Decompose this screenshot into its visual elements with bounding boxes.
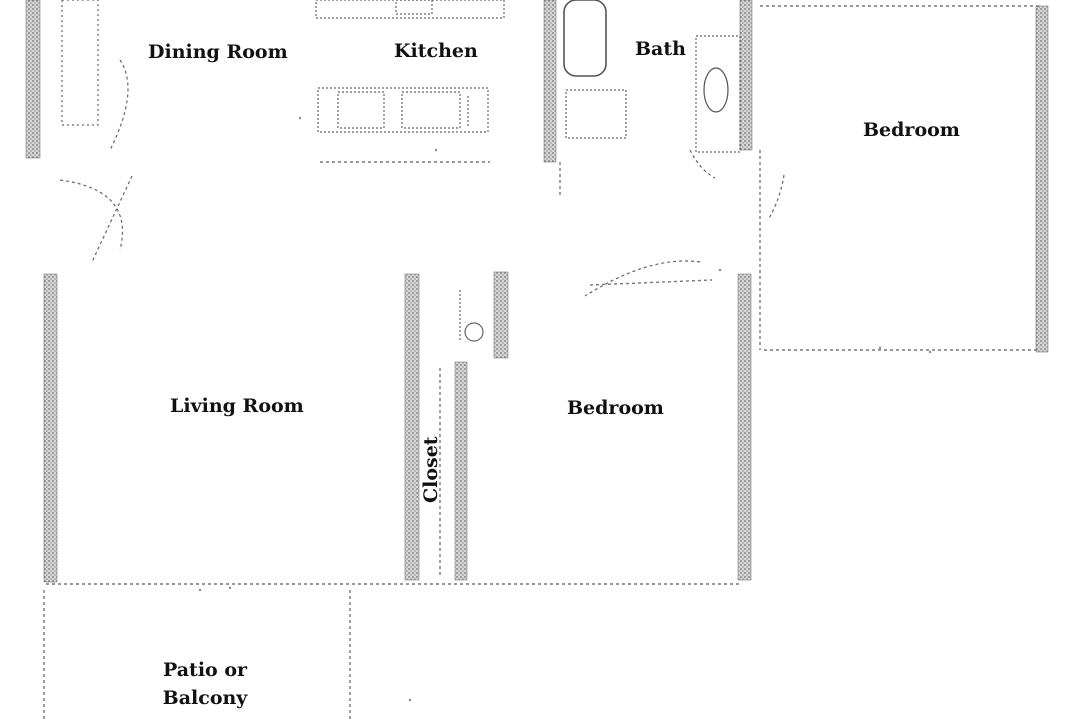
wall-living-left (43, 273, 58, 583)
fixtures (61, 0, 741, 342)
wall-closet-right (454, 361, 468, 581)
bedroom2-top (589, 279, 713, 286)
wall-bedroom1-right (1035, 5, 1049, 353)
dining-built-in (61, 0, 99, 126)
walls (25, 0, 1049, 583)
entry-door-swing (59, 179, 124, 251)
kitchen-label: Kitchen (394, 40, 478, 62)
dining-door-swing (109, 59, 129, 151)
entry-door-leaf (91, 175, 133, 263)
wall-closet-left (404, 273, 420, 581)
living-room-label: Living Room (170, 395, 304, 417)
patio-label: Patio or Balcony (155, 656, 255, 712)
bedroom1-door-swing (767, 174, 785, 221)
patio-label-line-1: Patio or (162, 659, 248, 681)
bath-label: Bath (635, 38, 686, 60)
dining-room-label: Dining Room (148, 41, 288, 63)
bath-vanity (565, 89, 627, 139)
wall-closet-top-stub (493, 271, 509, 359)
kitchen-top-appliance (395, 0, 433, 15)
closet-label: Closet (420, 436, 442, 503)
bedroom2-door-swing (584, 260, 701, 297)
kitchen-counter-bottom (317, 87, 489, 133)
patio-label-line-2: Balcony (162, 687, 248, 709)
bathtub (563, 0, 607, 77)
wall-bedroom2-right (737, 273, 752, 581)
bedroom-2-label: Bedroom (567, 397, 664, 419)
sink (401, 91, 461, 129)
bedroom-1-label: Bedroom (863, 119, 960, 141)
bath-counter (695, 35, 741, 153)
kitchen-counter-top (315, 0, 505, 19)
wall-bath-right (739, 0, 753, 151)
scan-noise (198, 116, 932, 702)
thin-walls (43, 5, 1040, 720)
door-swings (59, 59, 785, 297)
stove (337, 91, 385, 129)
bath-door-swing (689, 149, 716, 179)
wall-dining-left (25, 0, 41, 159)
closet-fixture (464, 322, 484, 342)
wall-bath-left (543, 0, 557, 163)
bath-sink (703, 67, 729, 113)
